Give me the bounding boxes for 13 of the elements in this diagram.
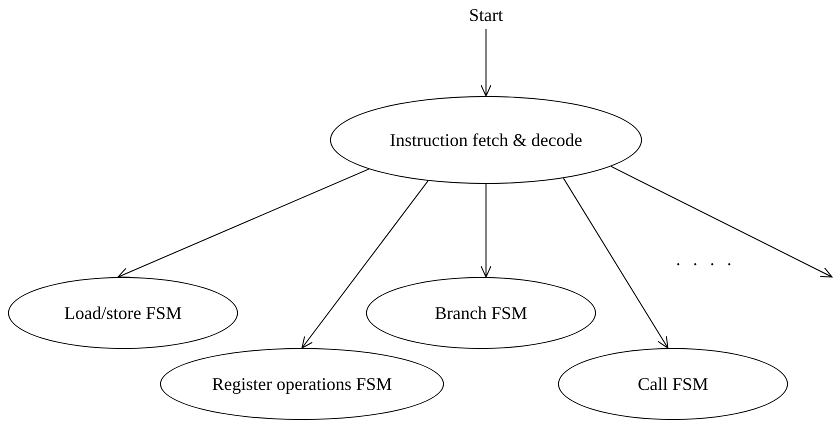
- arrow: [118, 168, 370, 278]
- arrow: [610, 166, 832, 278]
- state-ellipse: Branch FSM: [366, 277, 596, 349]
- state-ellipse: Call FSM: [558, 348, 788, 420]
- state-ellipse: Load/store FSM: [8, 277, 238, 349]
- ellipsis-label: . . . .: [676, 248, 736, 271]
- start-label: Start: [456, 1, 516, 29]
- state-ellipse: Register operations FSM: [160, 348, 444, 420]
- arrow: [480, 184, 492, 278]
- arrow: [302, 180, 429, 348]
- state-ellipse: Instruction fetch & decode: [330, 96, 642, 184]
- arrow: [562, 178, 668, 349]
- arrow: [480, 28, 492, 96]
